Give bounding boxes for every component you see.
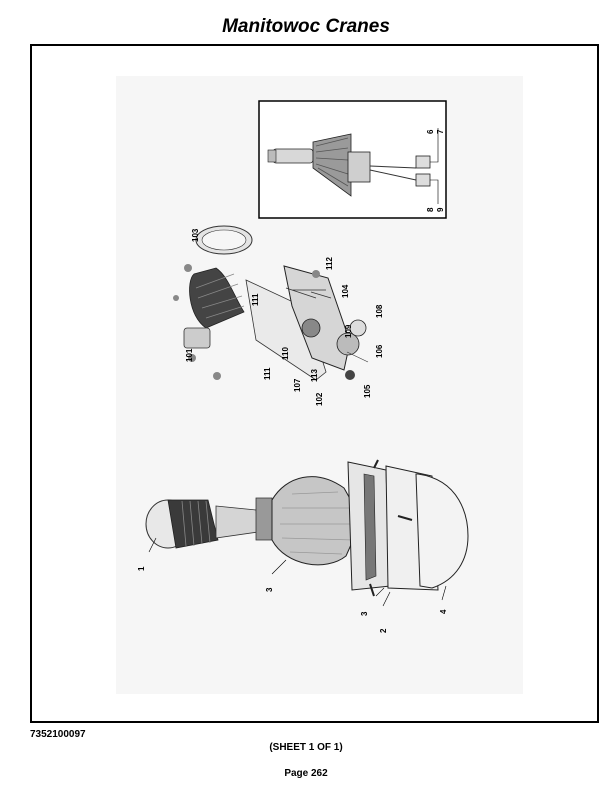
callout-labels: 1 2 3 3 4 6 7 8 9 101 102 103 104 105 10… [137, 129, 448, 633]
callout-label: 7 [436, 129, 445, 134]
callout-label: 110 [281, 347, 290, 360]
callout-label: 9 [436, 207, 445, 212]
callout-label: 3 [360, 611, 369, 616]
part-number: 7352100097 [30, 729, 86, 740]
callout-label: 112 [325, 257, 334, 270]
callout-label: 111 [251, 293, 260, 306]
callout-label: 107 [293, 378, 302, 392]
callout-label: 8 [426, 207, 435, 212]
callout-label: 106 [375, 344, 384, 358]
callout-label: 104 [341, 284, 350, 298]
callout-label: 109 [344, 324, 353, 338]
main-joystick-assembly [145, 459, 469, 607]
callout-label: 4 [439, 609, 448, 614]
exploded-parts-drawing: 1 2 3 3 4 6 7 8 9 101 102 103 104 105 10… [137, 100, 469, 633]
callout-label: 105 [363, 384, 372, 398]
callout-label: 103 [191, 228, 200, 242]
callout-label: 108 [375, 304, 384, 318]
callout-label: 101 [185, 348, 194, 362]
callout-label: 1 [137, 566, 146, 571]
callout-label: 102 [315, 392, 324, 406]
sheet-indicator: (SHEET 1 OF 1) [269, 742, 343, 753]
drawing-frame [30, 44, 599, 723]
callout-label: 6 [426, 129, 435, 134]
page-title: Manitowoc Cranes [222, 16, 390, 37]
upper-exploded-group [173, 225, 369, 381]
callout-label: 2 [379, 628, 388, 633]
callout-label: 113 [310, 369, 319, 382]
callout-label: 111 [263, 367, 272, 380]
inset-detail [258, 100, 447, 219]
page-number: Page 262 [284, 768, 328, 779]
callout-label: 3 [265, 587, 274, 592]
